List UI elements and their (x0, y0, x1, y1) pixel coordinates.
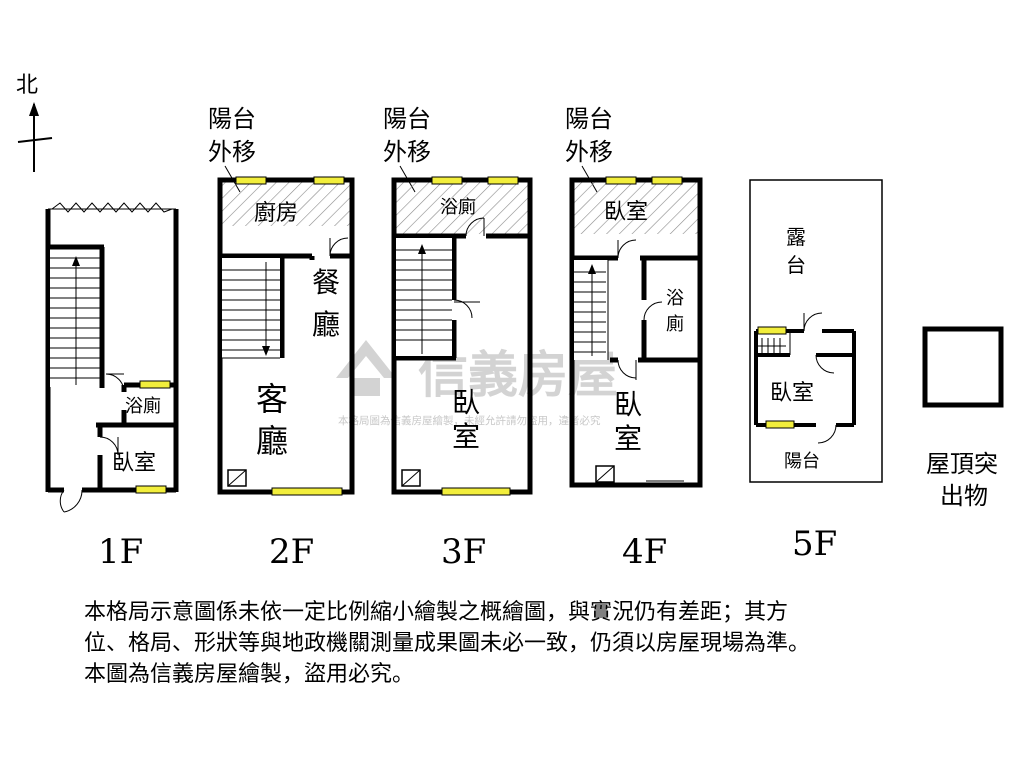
disclaimer-line-1: 本格局示意圖係未依一定比例縮小繪製之概繪圖，與實況仍有差距；其方 (84, 600, 789, 625)
room-5f-terrace-1: 露 (786, 225, 806, 249)
room-2f-living-1: 客 (256, 380, 288, 418)
annotation-3f: 陽台 外移 (383, 105, 431, 193)
room-5f-terrace-2: 台 (786, 253, 806, 277)
annotation-4f-line2: 外移 (565, 138, 613, 166)
room-5f-bedroom: 臥室 (770, 381, 814, 406)
annotation-2f-line1: 陽台 (208, 105, 256, 133)
room-5f-balcony: 陽台 (784, 451, 820, 472)
annotation-3f-line2: 外移 (383, 138, 431, 166)
room-3f-bath: 浴廁 (440, 196, 476, 218)
annotation-4f-line1: 陽台 (565, 105, 613, 133)
room-3f-bedroom-1: 臥 (452, 386, 480, 419)
room-1f-bath: 浴廁 (125, 395, 161, 417)
disclaimer-line-3: 本圖為信義房屋繪製，盜用必究。 (84, 662, 415, 687)
room-4f-bath-1: 浴 (666, 288, 684, 309)
roof-label-line1: 屋頂突 (926, 450, 998, 478)
floor-label-4f: 4F (622, 532, 667, 572)
floor-label-5f: 5F (792, 524, 837, 564)
room-4f-bath-2: 廁 (666, 313, 684, 335)
floor-label-1f: 1F (98, 532, 143, 572)
north-arrow-icon (17, 102, 53, 172)
room-2f-kitchen: 廚房 (254, 201, 298, 226)
room-2f-dining-1: 餐 (312, 266, 340, 299)
floor-plan-3f (391, 176, 533, 496)
annotation-3f-line1: 陽台 (383, 105, 431, 133)
floor-plan-4f (569, 176, 703, 488)
room-1f-bedroom: 臥室 (112, 451, 156, 476)
room-4f-bedroom-1: 臥 (614, 388, 642, 421)
annotation-4f: 陽台 外移 (565, 105, 613, 193)
roof-structure (922, 326, 1004, 408)
floor-plan-2f (217, 176, 355, 496)
floor-plan-5f (749, 179, 883, 483)
floor-plan-1f (45, 202, 179, 513)
room-2f-living-2: 廳 (256, 422, 288, 460)
watermark-notice: 本格局圖為信義房屋繪製，未經允許請勿盜用，違者必究 (338, 414, 601, 427)
roof-label-line2: 出物 (940, 482, 988, 510)
floor-label-2f: 2F (269, 532, 314, 572)
room-3f-bedroom-2: 室 (452, 420, 480, 453)
room-4f-bedroom-2: 室 (614, 422, 642, 455)
annotation-2f: 陽台 外移 (208, 105, 256, 193)
disclaimer-text: 本格局示意圖係未依一定比例縮小繪製之概繪圖，與實況仍有差距；其方 位、格局、形狀… (84, 597, 1004, 690)
floor-label-3f: 3F (441, 532, 486, 572)
watermark-logo-icon (336, 340, 396, 396)
room-2f-dining-2: 廳 (312, 308, 340, 341)
annotation-2f-line2: 外移 (208, 138, 256, 166)
compass-label: 北 (16, 73, 38, 98)
disclaimer-line-2: 位、格局、形狀等與地政機關測量成果圖未必一致，仍須以房屋現場為準。 (84, 631, 811, 656)
room-4f-bedroom-top: 臥室 (604, 200, 648, 225)
